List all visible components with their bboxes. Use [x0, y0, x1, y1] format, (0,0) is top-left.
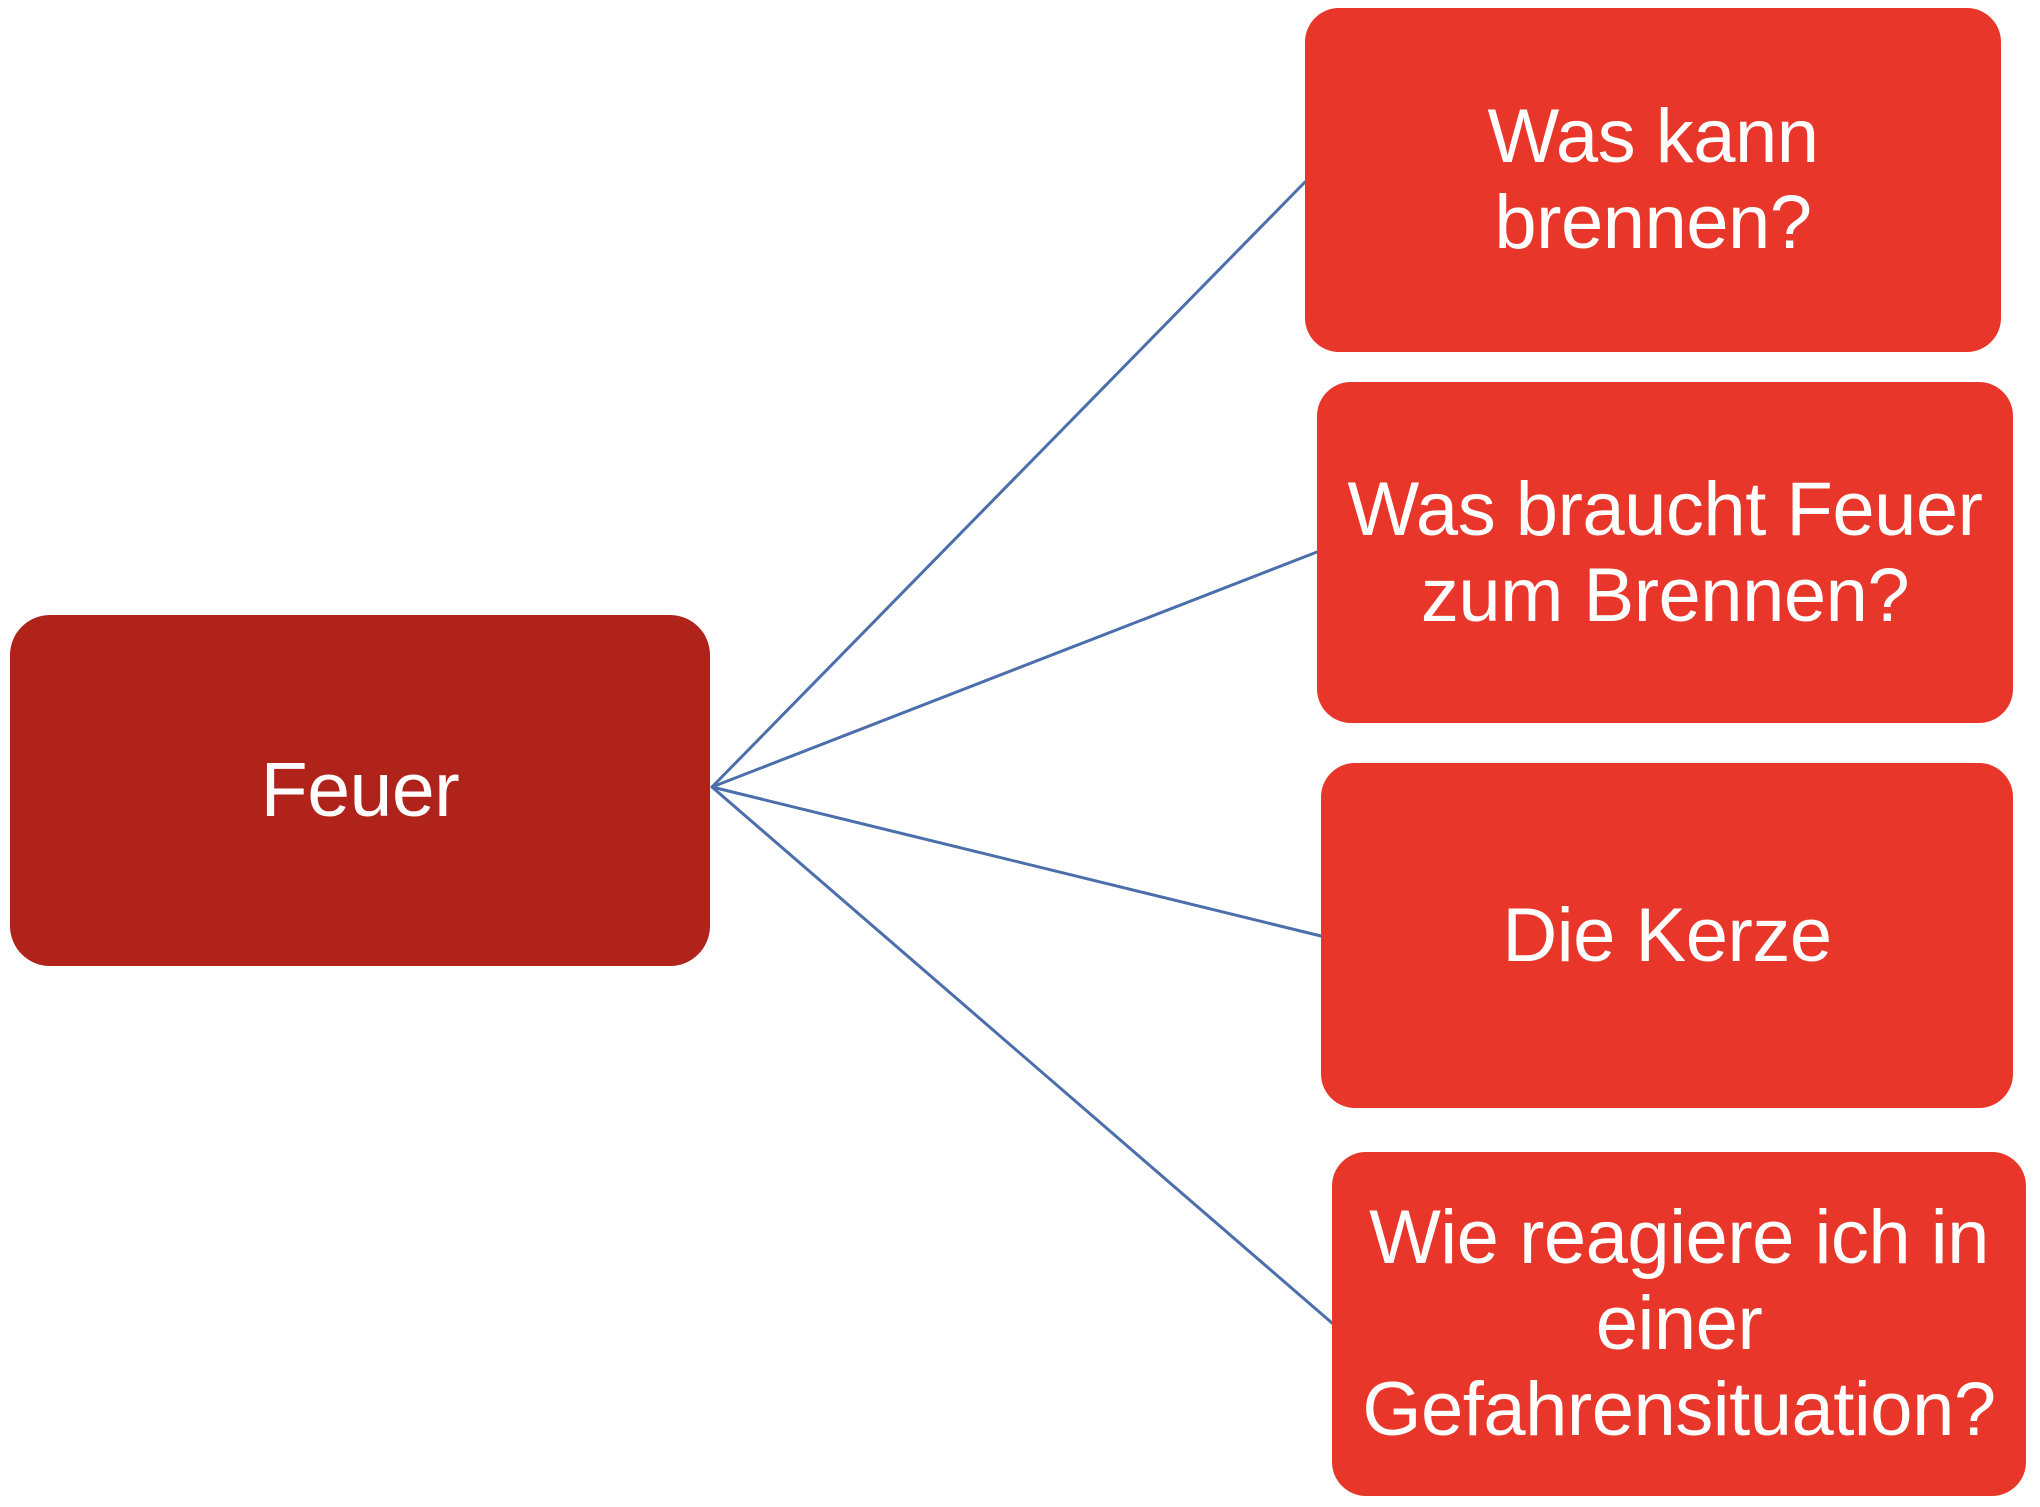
- mindmap-root-node[interactable]: Feuer: [10, 615, 710, 966]
- connector-line-3: [710, 785, 1323, 938]
- mindmap-child-node-wie-reagiere-ich[interactable]: Wie reagiere ich in einer Gefahrensituat…: [1332, 1152, 2026, 1496]
- mindmap-child-node-die-kerze[interactable]: Die Kerze: [1321, 763, 2013, 1108]
- mindmap-child-node-was-braucht-feuer-zum-brennen[interactable]: Was braucht Feuer zum Brennen?: [1317, 382, 2013, 723]
- connector-line-4: [710, 785, 1334, 1325]
- mindmap-child-node-was-kann-brennen[interactable]: Was kann brennen?: [1305, 8, 2001, 352]
- connector-line-1: [710, 180, 1307, 789]
- connector-line-2: [710, 550, 1319, 789]
